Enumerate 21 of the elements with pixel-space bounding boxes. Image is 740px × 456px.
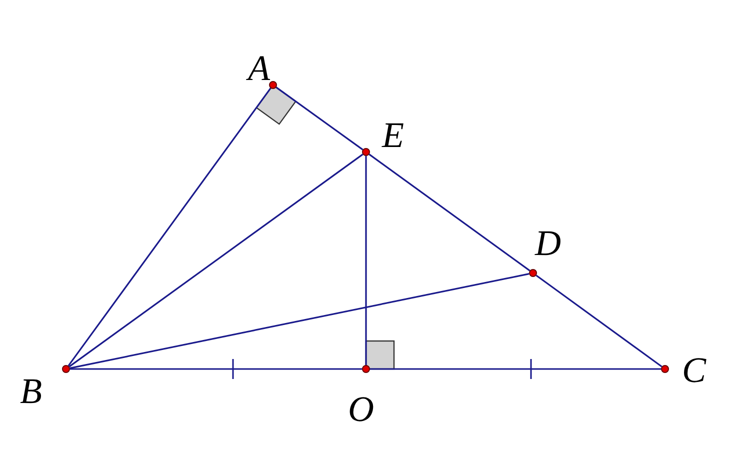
point-dot	[661, 365, 669, 373]
line-segment	[368, 154, 530, 272]
point-dot	[362, 148, 370, 156]
point-dot	[62, 365, 70, 373]
point-label: D	[535, 225, 561, 261]
line-segment	[276, 86, 364, 150]
line-segment	[365, 156, 367, 365]
point-dot	[529, 269, 537, 277]
line-segment	[70, 273, 530, 369]
point-label: B	[20, 373, 42, 409]
point-label: E	[382, 117, 404, 153]
point-label: A	[248, 50, 270, 86]
point-dot	[269, 81, 277, 89]
line-segment	[70, 368, 362, 370]
line-segment	[68, 154, 364, 368]
line-segment	[370, 368, 661, 370]
point-label: C	[682, 352, 706, 388]
point-label: O	[348, 391, 374, 427]
line-segment	[68, 88, 272, 366]
point-dot	[362, 365, 370, 373]
line-segment	[536, 274, 662, 368]
